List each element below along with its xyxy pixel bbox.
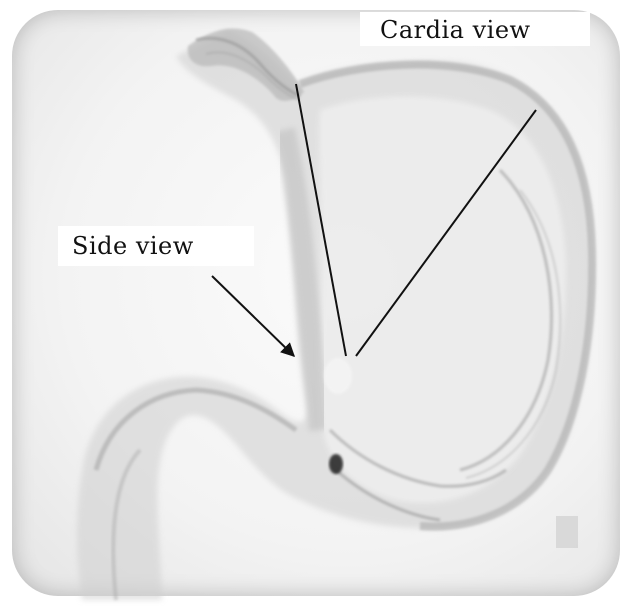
pylorus-spot (329, 454, 343, 474)
grey-marker (556, 516, 578, 548)
cardia-opening (324, 358, 352, 394)
side-view-arrow (212, 276, 294, 356)
cardia-view-label: Cardia view (360, 12, 590, 46)
side-view-label: Side view (58, 226, 254, 266)
